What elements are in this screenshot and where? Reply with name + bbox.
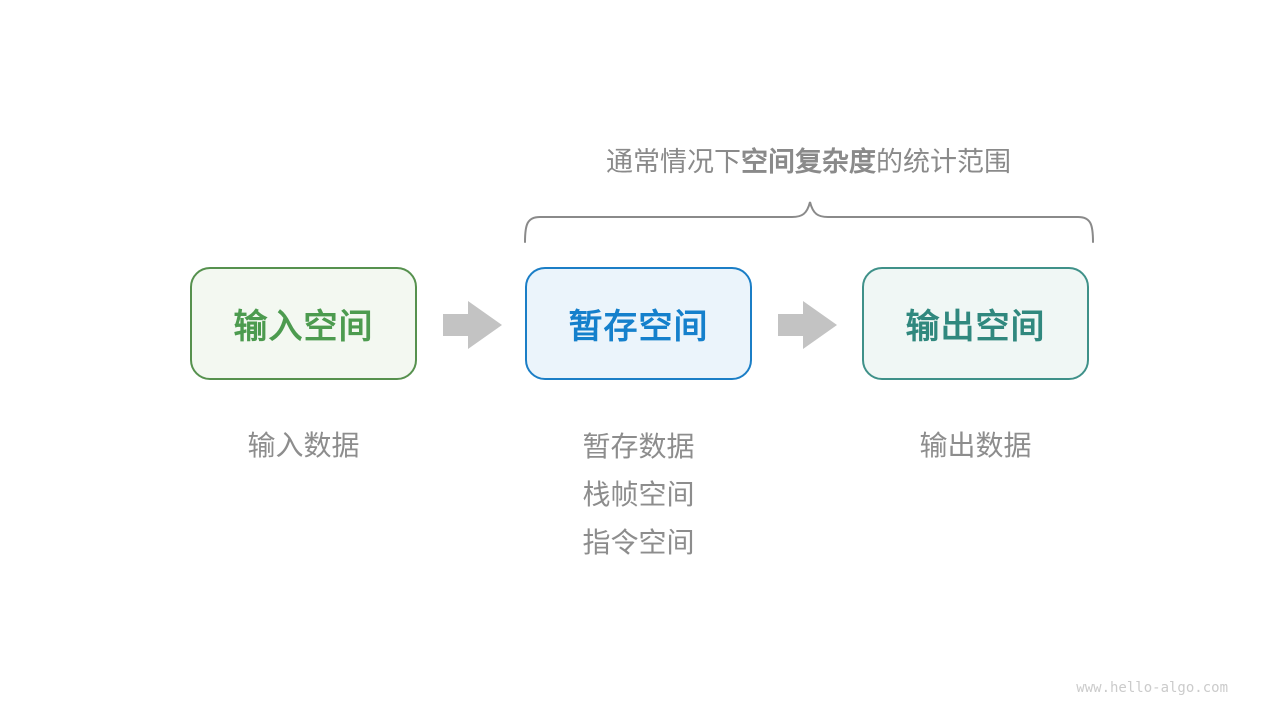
input-space-label: 输入空间 bbox=[233, 308, 374, 346]
arrow-right-icon bbox=[778, 301, 837, 349]
title-bold-term: 空间复杂度 bbox=[741, 147, 876, 177]
output-space-box: 输出空间 bbox=[862, 267, 1089, 380]
temp-space-box: 暂存空间 bbox=[525, 267, 752, 380]
temp-annotation-line: 栈帧空间 bbox=[582, 479, 695, 510]
diagram-title: 通常情况下空间复杂度的统计范围 bbox=[525, 147, 1092, 177]
temp-annotation-line: 暂存数据 bbox=[582, 431, 695, 462]
temp-data-annotation-list: 暂存数据 栈帧空间 指令空间 bbox=[525, 423, 752, 567]
title-prefix: 通常情况下 bbox=[606, 147, 741, 177]
watermark: www.hello-algo.com bbox=[1076, 680, 1228, 696]
arrow-right-icon bbox=[443, 301, 502, 349]
temp-annotation-line: 指令空间 bbox=[582, 527, 695, 558]
output-data-annotation: 输出数据 bbox=[919, 430, 1032, 461]
output-space-label: 输出空间 bbox=[905, 308, 1046, 346]
temp-space-label: 暂存空间 bbox=[568, 308, 709, 346]
curly-brace-icon bbox=[524, 201, 1094, 243]
input-space-box: 输入空间 bbox=[190, 267, 417, 380]
title-suffix: 的统计范围 bbox=[876, 147, 1011, 177]
input-data-annotation: 输入数据 bbox=[247, 430, 360, 461]
